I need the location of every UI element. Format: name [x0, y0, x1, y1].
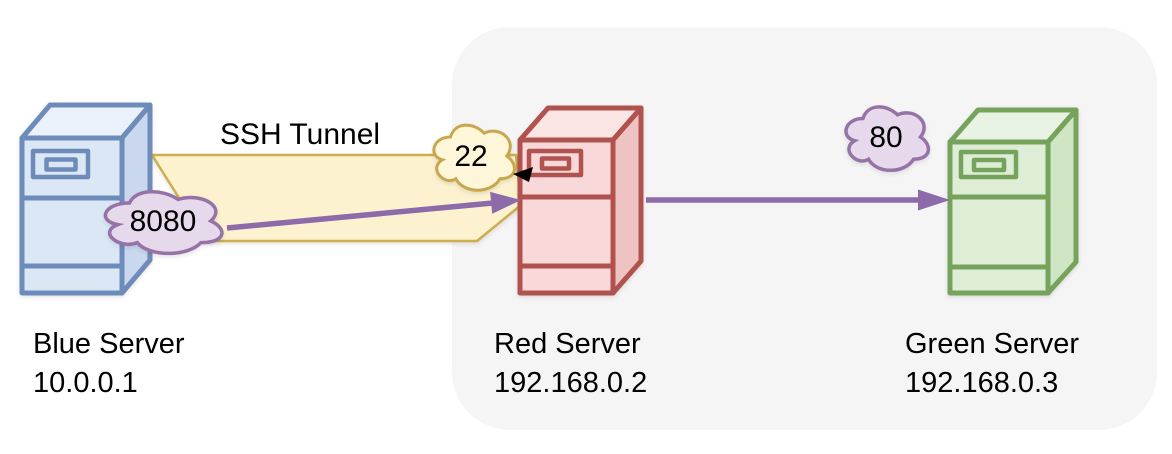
green-server-name: Green Server	[905, 328, 1079, 360]
green-server-side-face	[1045, 107, 1079, 296]
red-server-side-face	[610, 105, 644, 296]
port-80-label: 80	[869, 121, 902, 154]
port-8080-label: 8080	[130, 205, 197, 238]
green-server-ip: 192.168.0.3	[905, 367, 1058, 399]
blue-server-caption: Blue Server 10.0.0.1	[33, 328, 185, 399]
green-server-caption: Green Server 192.168.0.3	[905, 328, 1079, 399]
port-8080-cloud	[103, 190, 224, 256]
red-server-caption: Red Server 192.168.0.2	[494, 328, 647, 399]
red-server-icon	[517, 105, 644, 296]
blue-server-icon	[19, 102, 153, 296]
blue-server-name: Blue Server	[33, 328, 185, 360]
green-server-slot-bar	[971, 157, 1007, 173]
blue-server-slot-bar	[44, 157, 78, 172]
port-22-cloud	[432, 123, 516, 192]
red-server-ip: 192.168.0.2	[494, 367, 647, 399]
tunnel-traffic-arrow	[226, 191, 521, 231]
ssh-tunnel-label: SSH Tunnel	[220, 118, 380, 151]
port-22-label: 22	[454, 140, 487, 173]
red-server-name: Red Server	[494, 328, 641, 360]
green-server-icon	[947, 107, 1079, 296]
red-to-green-arrowhead	[918, 189, 950, 211]
red-server-slot-bar	[539, 156, 572, 171]
tunnel-traffic-arrowhead	[490, 191, 521, 214]
port-80-cloud	[844, 105, 931, 173]
red-to-green-arrow	[646, 189, 950, 211]
blue-server-ip: 10.0.0.1	[33, 367, 138, 399]
port-22-pointer-icon	[513, 167, 533, 182]
